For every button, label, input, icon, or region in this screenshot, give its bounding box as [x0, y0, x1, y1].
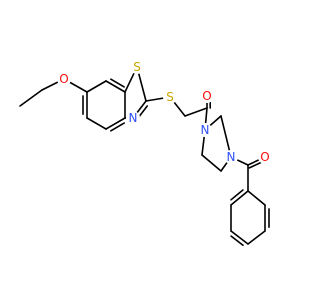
bond-p6-p1: [247, 190, 266, 206]
bond-Ca-N2: [220, 115, 232, 158]
atom-o-ketone: O: [200, 89, 214, 103]
bond-b6-b1: [86, 80, 107, 93]
bond-b3-b4-double: [110, 122, 125, 132]
atom-labels: O S N S O N N O: [57, 60, 272, 164]
bond-Cc-Cd: [201, 154, 222, 172]
atom-o-benzoyl: O: [258, 150, 272, 164]
atom-label-n-imid-1: N: [201, 123, 210, 137]
atom-n-imid-1: N: [198, 123, 212, 137]
atom-label-s-ring: S: [133, 60, 141, 74]
bond-p1-p2: [230, 190, 249, 206]
bond-Cme-Cet: [19, 89, 43, 107]
bond-p3-p4-double: [230, 235, 244, 247]
atom-n-imid-2: N: [224, 150, 238, 164]
atom-label-o-ether: O: [59, 72, 68, 86]
molecule-structure-diagram: O S N S O N N O: [19, 60, 272, 247]
atom-label-n-imid-2: N: [227, 150, 236, 164]
bond-b2-b3: [86, 117, 107, 130]
atom-n-ring: N: [126, 111, 140, 125]
bond-b5-b6-double: [110, 78, 125, 88]
atom-label-n-ring: N: [129, 111, 138, 125]
atom-label-o-benzoyl: O: [260, 150, 269, 164]
atom-s-thio: S: [163, 90, 177, 104]
atom-s-ring: S: [130, 60, 144, 74]
bond-b5-b6: [105, 80, 126, 93]
bond-p3-p4: [230, 230, 249, 245]
bond-CH2-CO: [184, 107, 208, 117]
bond-b3-b4: [105, 117, 126, 130]
bond-p1-p2-double: [230, 189, 244, 201]
bond-p4-p5: [247, 230, 266, 245]
atom-label-o-ketone: O: [202, 89, 211, 103]
atom-o-ether: O: [57, 72, 71, 86]
atom-label-s-thio: S: [166, 90, 174, 104]
